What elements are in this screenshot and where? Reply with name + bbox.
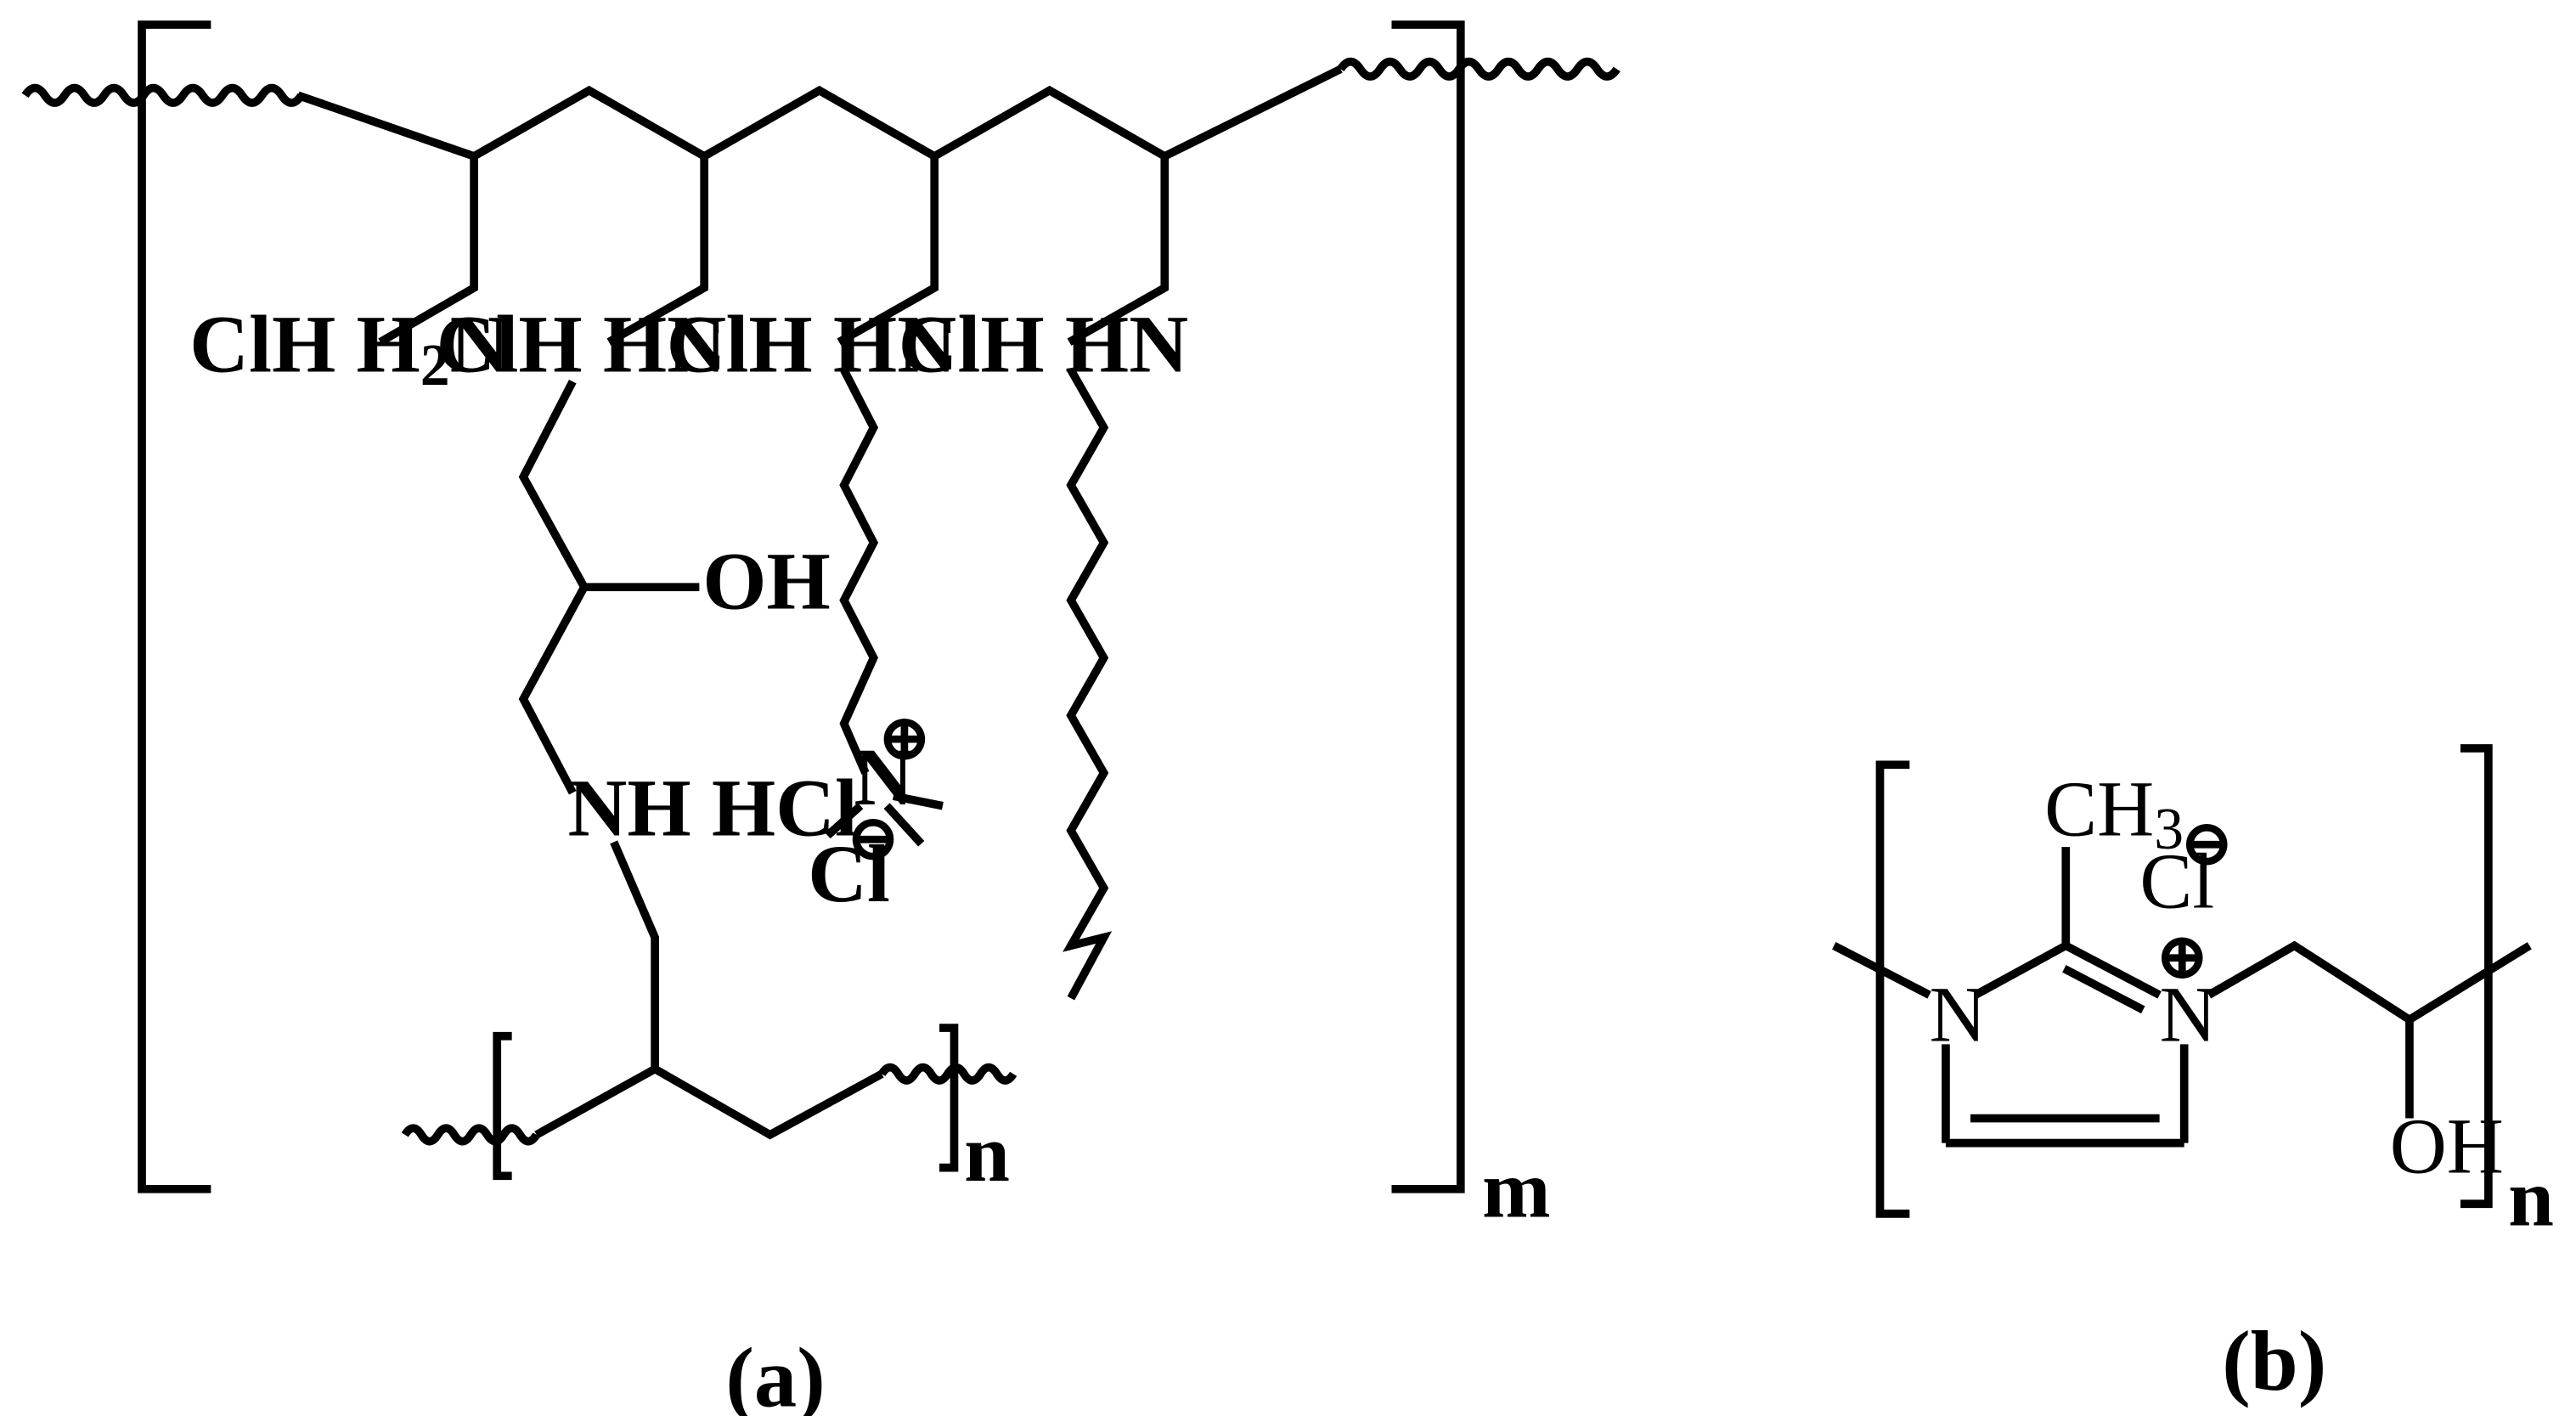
b-hydroxyl-label: OH xyxy=(2390,1103,2504,1190)
b-chloride-label: Cl xyxy=(2139,838,2214,926)
panel-a-structure: ClH H2N ClH HN ClH HN ClH HN OH NH HCl N… xyxy=(21,20,1621,1416)
inner-right-bracket xyxy=(939,1024,959,1172)
pendant-1-bond xyxy=(378,155,478,346)
inner-wavy-left xyxy=(401,1124,540,1146)
panel-b-structure: CH3 Cl ⊖ N N ⊕ OH n (b) xyxy=(1832,744,2554,1408)
methyl-label: CH3 xyxy=(2044,766,2184,862)
outer-repeat-m: m xyxy=(1482,1144,1551,1235)
dodecyl-chain xyxy=(1063,368,1113,1001)
ring-n1-label: N xyxy=(1930,972,1987,1059)
ammonium-plus-charge: ⊕ xyxy=(877,701,932,774)
b-repeat-n: n xyxy=(2508,1152,2554,1243)
pendant-2-bond xyxy=(606,155,709,346)
panel-a-label: (a) xyxy=(725,1329,825,1416)
ring-n3-label: N xyxy=(2160,972,2217,1059)
panel-b-label: (b) xyxy=(2222,1313,2326,1408)
ammonium-n-label: N xyxy=(854,731,913,822)
nh-hcl-label: NH HCl xyxy=(567,763,857,854)
b-right-bracket xyxy=(2460,744,2493,1209)
backbone-wavy-right xyxy=(1337,57,1621,81)
inner-repeat-n: n xyxy=(964,1108,1010,1199)
outer-right-bracket xyxy=(1391,20,1465,1193)
b-left-stub xyxy=(1832,941,1931,999)
group-clh-hn-4: ClH HN xyxy=(899,299,1188,390)
n-methyl-1 xyxy=(892,792,944,810)
outer-left-bracket xyxy=(138,20,211,1193)
pendant-3-bond xyxy=(837,155,939,346)
b-chloride-minus: ⊖ xyxy=(2179,806,2235,879)
ring-c2-n3 xyxy=(2064,941,2162,999)
inner-left-bracket xyxy=(493,1031,512,1181)
group-clh-hn-2: ClH HN xyxy=(437,299,726,390)
group-clh-h2n: ClH H2N xyxy=(189,299,509,398)
hydroxypropyl-linker xyxy=(2207,940,2532,1025)
inner-backbone xyxy=(534,1063,884,1140)
chloride-minus-charge: ⊖ xyxy=(846,802,901,875)
ammonium-alkyl-chain xyxy=(839,368,879,775)
ring-c2-n3-double xyxy=(2062,965,2145,1014)
backbone-chain xyxy=(296,65,1343,161)
ring-n3-plus: ⊕ xyxy=(2155,920,2210,993)
group-clh-hn-3: ClH HN xyxy=(667,299,956,390)
hydroxypropyl-chain xyxy=(518,379,589,795)
pendant-4-bond xyxy=(1067,155,1170,346)
b-left-bracket xyxy=(1875,760,1910,1218)
crosslink-to-inner-chain xyxy=(610,840,659,1069)
backbone-wavy-left xyxy=(21,83,305,107)
n-methyl-2 xyxy=(883,803,925,847)
n-methyl-3 xyxy=(825,803,864,839)
hydroxyl-label: OH xyxy=(702,535,831,626)
chloride-label: Cl xyxy=(808,828,890,919)
ring-n1-c2 xyxy=(1973,942,2068,999)
inner-wavy-right xyxy=(878,1063,1017,1085)
